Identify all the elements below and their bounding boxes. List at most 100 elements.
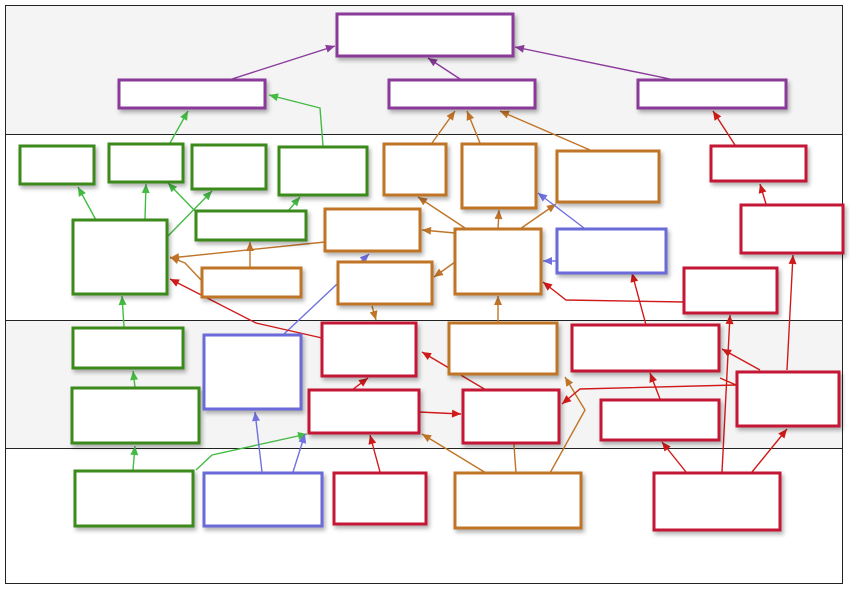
node-orange-o7[interactable] <box>336 260 434 306</box>
node-box[interactable] <box>447 321 559 376</box>
node-red-r1[interactable] <box>709 144 808 183</box>
node-box[interactable] <box>555 227 668 275</box>
edge-blue-33 <box>543 257 557 265</box>
node-box[interactable] <box>332 471 428 526</box>
arrowhead <box>546 204 556 213</box>
arrowhead <box>562 395 572 404</box>
arrowhead <box>494 296 502 305</box>
edge-line <box>268 94 324 147</box>
edge-line <box>231 45 336 80</box>
node-red-r10[interactable] <box>652 471 782 532</box>
node-box[interactable] <box>71 326 185 370</box>
node-box[interactable] <box>194 209 308 242</box>
node-blue-b2[interactable] <box>202 333 303 411</box>
node-green-g6[interactable] <box>71 218 169 296</box>
node-box[interactable] <box>570 323 721 373</box>
node-orange-o9[interactable] <box>453 471 583 530</box>
arrowhead <box>246 242 254 251</box>
node-blue-b3[interactable] <box>202 471 324 528</box>
node-orange-o4[interactable] <box>323 207 422 253</box>
node-orange-o8[interactable] <box>447 321 559 376</box>
node-red-r9[interactable] <box>599 398 721 442</box>
node-box[interactable] <box>387 78 537 110</box>
node-blue-b1[interactable] <box>555 227 668 275</box>
edge-orange-29 <box>549 376 586 474</box>
arrowhead <box>170 279 180 287</box>
node-box[interactable] <box>277 145 369 197</box>
node-box[interactable] <box>652 471 782 532</box>
node-red-r3[interactable] <box>682 266 779 315</box>
node-orange-o5[interactable] <box>200 266 303 299</box>
edge-purple-1 <box>231 44 336 80</box>
node-box[interactable] <box>599 398 721 442</box>
node-box[interactable] <box>735 370 841 428</box>
node-green-g5[interactable] <box>194 209 308 242</box>
node-green-g9[interactable] <box>73 469 195 528</box>
node-green-g1[interactable] <box>18 144 96 186</box>
arrowhead <box>778 429 787 439</box>
arrowhead <box>725 315 734 325</box>
node-purple-p4[interactable] <box>636 78 788 110</box>
edge-green-4 <box>169 110 189 144</box>
edge-green-17 <box>130 445 139 471</box>
node-box[interactable] <box>461 388 561 445</box>
arrowhead <box>758 184 767 194</box>
node-green-g7[interactable] <box>71 326 185 370</box>
node-box[interactable] <box>190 143 268 191</box>
node-purple-p1[interactable] <box>335 12 515 58</box>
node-red-r4[interactable] <box>320 321 418 378</box>
arrowhead <box>500 110 510 119</box>
node-box[interactable] <box>336 260 434 306</box>
node-box[interactable] <box>202 471 324 528</box>
node-box[interactable] <box>307 388 421 435</box>
node-box[interactable] <box>320 321 418 378</box>
node-orange-o6[interactable] <box>453 227 543 296</box>
edge-line <box>549 376 586 474</box>
edge-red-42 <box>418 409 462 418</box>
node-box[interactable] <box>200 266 303 299</box>
edge-red-40 <box>169 278 323 339</box>
arrowhead <box>325 44 335 53</box>
node-box[interactable] <box>709 144 808 183</box>
node-red-r5[interactable] <box>570 323 721 373</box>
node-box[interactable] <box>117 78 267 110</box>
node-red-r8[interactable] <box>461 388 561 445</box>
node-box[interactable] <box>323 207 422 253</box>
node-box[interactable] <box>555 149 661 204</box>
edge-green-15 <box>118 295 127 328</box>
node-purple-p3[interactable] <box>387 78 537 110</box>
node-box[interactable] <box>202 333 303 411</box>
node-orange-o2[interactable] <box>460 142 538 210</box>
node-box[interactable] <box>335 12 515 58</box>
node-orange-o3[interactable] <box>555 149 661 204</box>
node-box[interactable] <box>107 142 185 184</box>
node-red-r11[interactable] <box>332 471 428 526</box>
arrowhead <box>515 44 525 53</box>
edge-red-48 <box>649 372 661 400</box>
edge-orange-6 <box>431 110 456 144</box>
arrowhead <box>170 256 180 265</box>
node-red-r2[interactable] <box>739 203 845 255</box>
node-orange-o1[interactable] <box>382 142 448 197</box>
node-green-g4[interactable] <box>277 145 369 197</box>
node-box[interactable] <box>382 142 448 197</box>
arrowhead <box>369 310 378 320</box>
node-box[interactable] <box>453 471 583 530</box>
node-box[interactable] <box>739 203 845 255</box>
node-box[interactable] <box>636 78 788 110</box>
node-box[interactable] <box>70 386 201 445</box>
node-box[interactable] <box>453 227 543 296</box>
node-green-g2[interactable] <box>107 142 185 184</box>
node-green-g8[interactable] <box>70 386 201 445</box>
node-box[interactable] <box>18 144 96 186</box>
node-purple-p2[interactable] <box>117 78 267 110</box>
node-green-g3[interactable] <box>190 143 268 191</box>
node-red-r7[interactable] <box>307 388 421 435</box>
node-box[interactable] <box>71 218 169 296</box>
node-red-r6[interactable] <box>735 370 841 428</box>
node-box[interactable] <box>73 469 195 528</box>
node-box[interactable] <box>460 142 538 210</box>
node-box[interactable] <box>682 266 779 315</box>
arrowhead <box>168 183 178 193</box>
